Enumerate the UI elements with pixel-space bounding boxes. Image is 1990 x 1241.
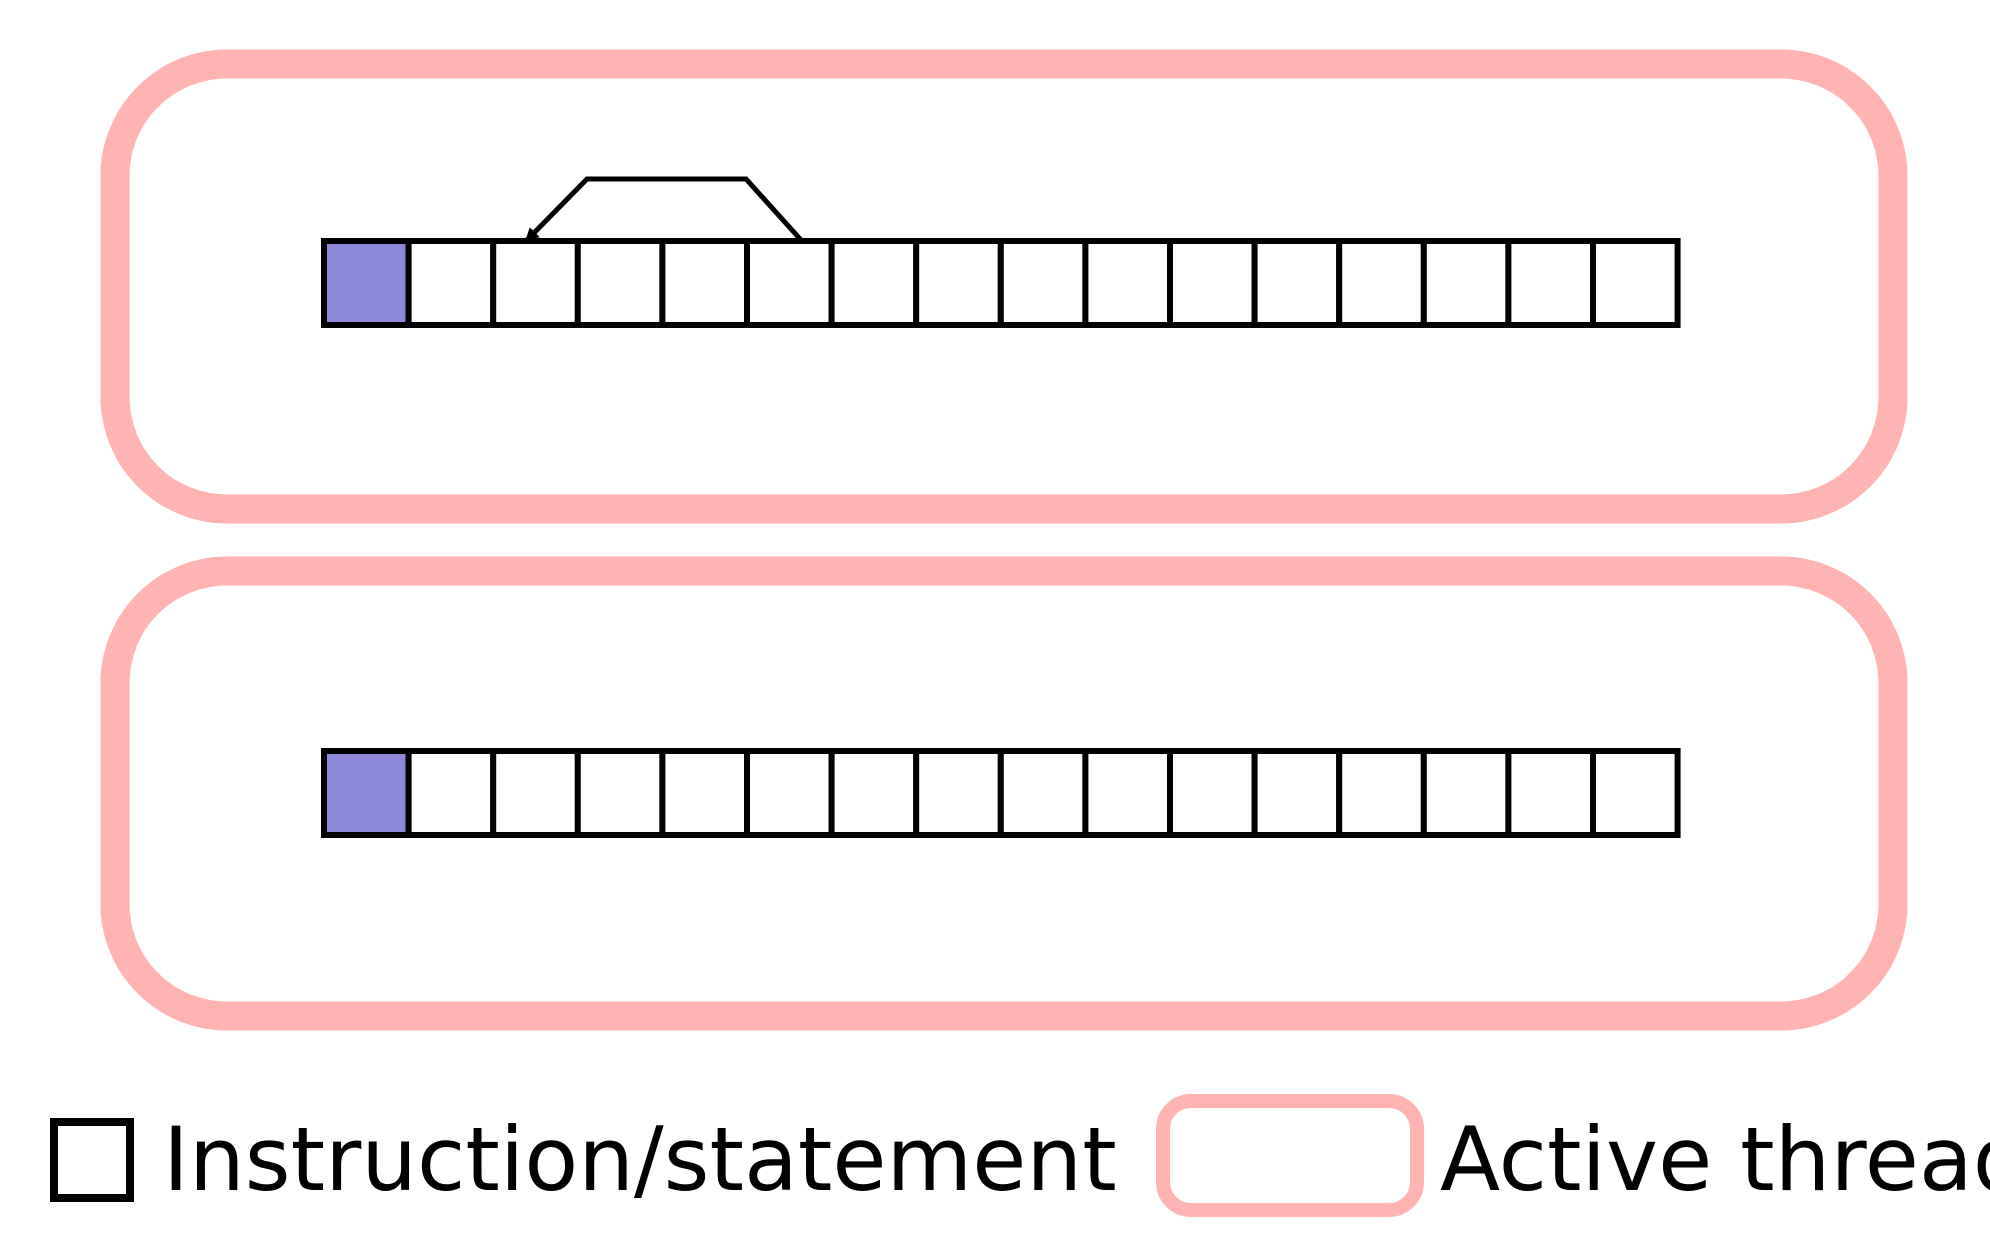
instruction-cell: [1505, 748, 1597, 838]
instruction-cell: [913, 748, 1004, 838]
jump-arrow: [524, 176, 803, 243]
instruction-cell: [997, 238, 1089, 328]
instruction-cell: [1505, 238, 1597, 328]
thread-2-instructions: [321, 748, 1681, 838]
thread-2-box: [100, 556, 1908, 1031]
instruction-cell: [744, 748, 835, 838]
legend-thread-label: Active thread: [1440, 1108, 1990, 1211]
instruction-cell: [405, 238, 497, 328]
instruction-cell: [574, 748, 666, 838]
instruction-cell: [1336, 748, 1427, 838]
instruction-cell: [659, 748, 751, 838]
thread-1-instructions: [321, 238, 1681, 328]
instruction-cell: [1082, 748, 1174, 838]
instruction-cell: [913, 238, 1004, 328]
instruction-cell: [1590, 748, 1681, 838]
legend-instruction-label: Instruction/statement: [163, 1108, 1117, 1211]
instruction-cell: [1420, 238, 1512, 328]
legend-thread-icon: [1156, 1094, 1424, 1217]
instruction-cell: [490, 238, 581, 328]
instruction-cell: [1251, 238, 1343, 328]
instruction-cell: [1167, 748, 1258, 838]
current-instruction-cell: [321, 748, 412, 838]
instruction-cell: [405, 748, 497, 838]
legend-instruction-icon: [50, 1118, 134, 1202]
instruction-cell: [1251, 748, 1343, 838]
instruction-cell: [1590, 238, 1681, 328]
instruction-cell: [659, 238, 751, 328]
instruction-cell: [1167, 238, 1258, 328]
instruction-cell: [1336, 238, 1427, 328]
instruction-cell: [744, 238, 835, 328]
instruction-cell: [828, 238, 920, 328]
instruction-cell: [1420, 748, 1512, 838]
instruction-cell: [490, 748, 581, 838]
thread-1-box: [100, 49, 1908, 524]
instruction-cell: [1082, 238, 1174, 328]
current-instruction-cell: [321, 238, 412, 328]
instruction-cell: [574, 238, 666, 328]
instruction-cell: [997, 748, 1089, 838]
instruction-cell: [828, 748, 920, 838]
